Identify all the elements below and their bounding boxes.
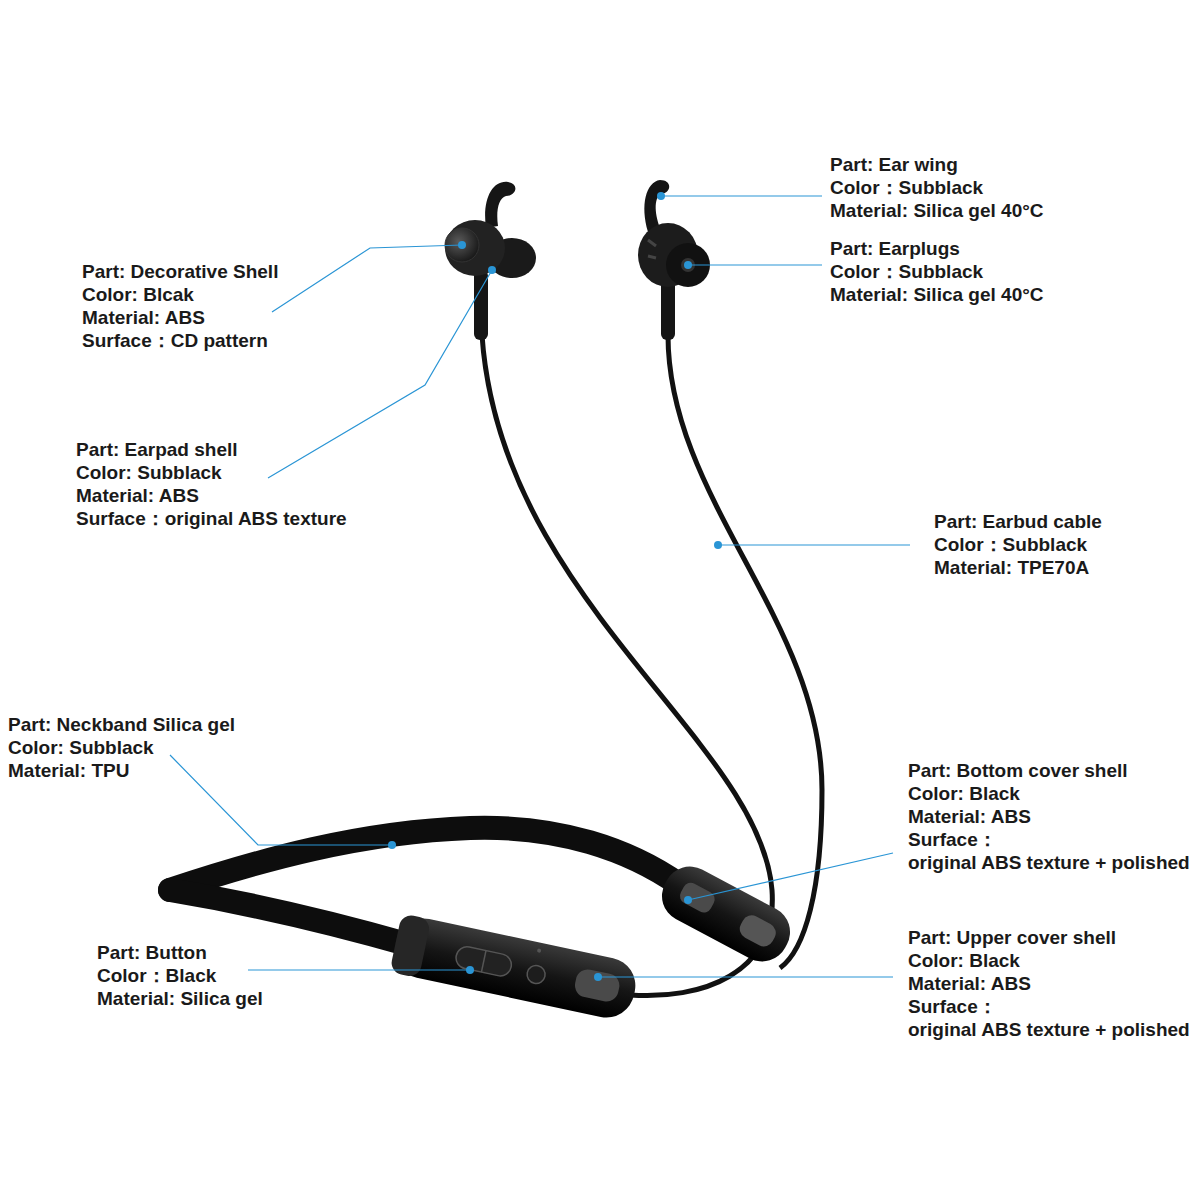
right-earbud: [638, 180, 710, 340]
part-label: Material: TPE70A: [934, 557, 1089, 579]
part-label: Surface：: [908, 996, 997, 1018]
part-label: Color：Black: [97, 965, 216, 987]
neckband: [170, 890, 410, 945]
part-label: Color: Subblack: [76, 462, 222, 484]
part-label: Material: TPU: [8, 760, 129, 782]
part-label: Color：Subblack: [830, 261, 983, 283]
part-label: original ABS texture + polished: [908, 852, 1190, 874]
part-label: Part: Bottom cover shell: [908, 760, 1128, 782]
part-label: Surface：CD pattern: [82, 330, 268, 352]
upper-cover-module: [389, 913, 640, 1022]
part-label: Part: Button: [97, 942, 207, 964]
part-label: Material: Silica gel: [97, 988, 263, 1010]
part-label: Material: ABS: [76, 485, 199, 507]
part-label: Part: Earplugs: [830, 238, 960, 260]
part-label: Surface：original ABS texture: [76, 508, 347, 530]
part-label: Color: Black: [908, 950, 1020, 972]
part-label: Color: Blcak: [82, 284, 194, 306]
left-earbud: [445, 182, 536, 340]
part-label: Part: Neckband Silica gel: [8, 714, 235, 736]
part-label: Part: Ear wing: [830, 154, 958, 176]
neckband: [170, 828, 680, 890]
part-label: Material: ABS: [82, 307, 205, 329]
part-label: Color：Subblack: [830, 177, 983, 199]
part-label: Surface：: [908, 829, 997, 851]
part-label: Color: Black: [908, 783, 1020, 805]
leader-lines: [170, 196, 910, 977]
part-label: Material: Silica gel 40°C: [830, 284, 1044, 306]
part-label: Part: Earpad shell: [76, 439, 238, 461]
part-label: Part: Earbud cable: [934, 511, 1102, 533]
part-label: original ABS texture + polished: [908, 1019, 1190, 1041]
part-label: Part: Upper cover shell: [908, 927, 1116, 949]
leader-dots: [388, 192, 722, 981]
part-label: Material: ABS: [908, 806, 1031, 828]
bottom-cover-module: [653, 857, 799, 970]
part-label: Material: Silica gel 40°C: [830, 200, 1044, 222]
part-label: Color：Subblack: [934, 534, 1087, 556]
part-label: Color: Subblack: [8, 737, 154, 759]
part-label: Material: ABS: [908, 973, 1031, 995]
part-label: Part: Decorative Shell: [82, 261, 278, 283]
